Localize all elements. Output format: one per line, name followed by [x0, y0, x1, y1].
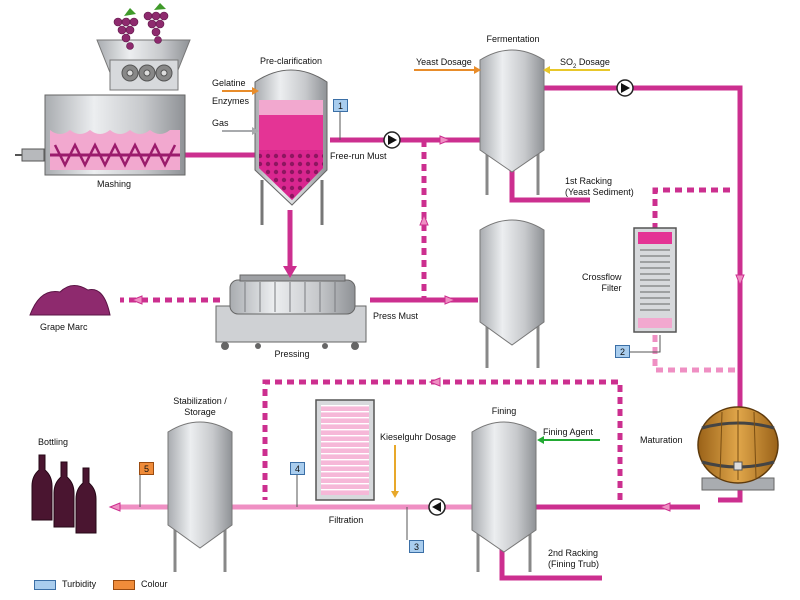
gear-icon	[121, 64, 173, 82]
badge-turbidity-3: 3	[409, 540, 424, 553]
press-machine	[215, 274, 367, 350]
label-fining-agent: Fining Agent	[543, 427, 594, 437]
arrow-return	[428, 377, 441, 387]
arrow-to-fining	[658, 502, 671, 512]
pipe-dotted-return	[262, 379, 623, 500]
arrow-press-must	[444, 295, 457, 305]
label-fining: Fining	[491, 406, 517, 416]
label-free-run-must: Free-run Must	[330, 151, 387, 161]
label-filtration: Filtration	[328, 515, 364, 525]
badge-colour-5: 5	[139, 462, 154, 475]
legend-colour-label: Colour	[141, 579, 168, 589]
press-must-tank	[479, 219, 545, 368]
label-so2-dosage: SO2 Dosage	[560, 57, 610, 70]
pipe-fermentation-to-maturation	[542, 85, 743, 503]
label-yeast-dosage: Yeast Dosage	[416, 57, 472, 67]
pump-free-run	[383, 131, 401, 149]
pipe-first-racking	[509, 170, 590, 203]
arrow-to-marc	[130, 295, 143, 305]
label-kieselguhr-dosage: Kieselguhr Dosage	[380, 432, 457, 442]
label-grape-marc: Grape Marc	[40, 322, 88, 332]
label-press-must: Press Must	[373, 311, 419, 321]
mashing-unit	[15, 39, 191, 176]
label-gelatine: Gelatine	[212, 78, 246, 88]
pipe-dotted-crossflow-out	[652, 335, 735, 373]
badge-turbidity-2: 2	[615, 345, 630, 358]
crossflow-filter	[633, 227, 677, 333]
grape-marc-pile	[29, 285, 111, 316]
flow-arrows	[108, 135, 745, 512]
label-maturation: Maturation	[640, 435, 683, 445]
arrow-to-bottling	[108, 502, 121, 512]
label-gas: Gas	[212, 118, 229, 128]
barrel-icon	[697, 406, 779, 491]
label-pre-clarification: Pre-clarification	[259, 56, 323, 66]
kieselguhr-filter	[315, 399, 375, 501]
badge-turbidity-4: 4	[290, 462, 305, 475]
fermentation-tank	[479, 49, 545, 195]
arrow-maturation-down	[735, 274, 745, 287]
label-pressing: Pressing	[274, 349, 310, 359]
badge-connectors	[139, 110, 661, 540]
pipe-dotted-crossflow-in	[652, 187, 735, 230]
legend-turbidity-swatch	[34, 580, 56, 590]
legend-colour-swatch	[113, 580, 135, 590]
label-fermentation: Fermentation	[486, 34, 540, 44]
arrow-free-run	[439, 135, 452, 145]
pipe-second-racking	[499, 545, 602, 581]
legend-turbidity-label: Turbidity	[62, 579, 97, 589]
label-first-racking: 1st Racking(Yeast Sediment)	[565, 176, 634, 197]
dotted-wine-pipes	[652, 335, 735, 373]
mashing-motor	[21, 148, 45, 162]
label-enzymes: Enzymes	[212, 96, 250, 106]
dotted-must-pipes	[120, 140, 735, 500]
badge-turbidity-1: 1	[333, 99, 348, 112]
pre-clarification-tank	[254, 69, 328, 225]
label-stabilization-storage: Stabilization /Storage	[173, 396, 227, 417]
label-bottling: Bottling	[38, 437, 69, 447]
pump-filtration	[428, 498, 446, 516]
pumps	[383, 79, 634, 516]
label-second-racking: 2nd Racking(Fining Trub)	[548, 548, 600, 569]
bottles-icon	[31, 454, 97, 534]
storage-tank	[167, 421, 233, 572]
pump-so2	[616, 79, 634, 97]
arrow-riser-up	[419, 213, 429, 226]
label-mashing: Mashing	[96, 179, 132, 189]
fining-tank	[471, 421, 537, 572]
mashing-screw	[53, 142, 177, 168]
grapes-icon	[113, 3, 169, 50]
